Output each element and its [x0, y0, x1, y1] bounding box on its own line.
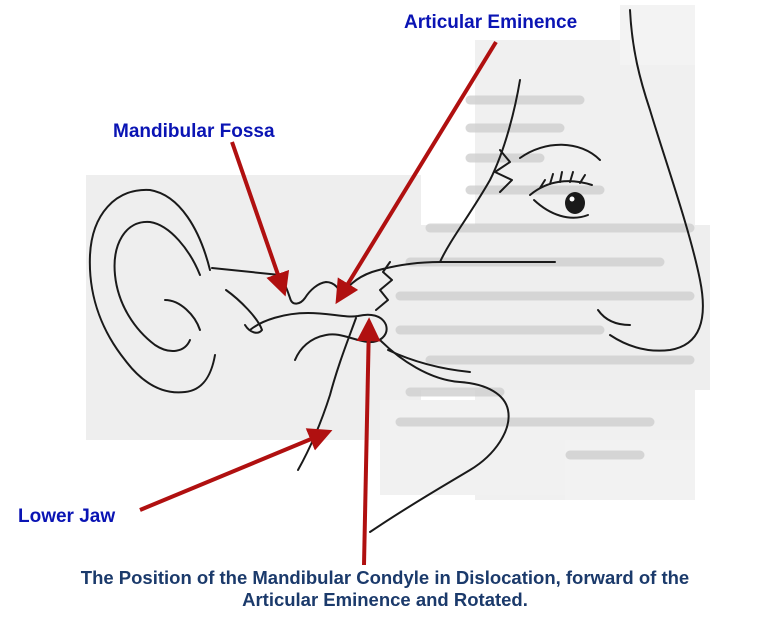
nostril	[597, 309, 631, 326]
anatomy-drawing	[88, 9, 704, 533]
background-panel-mid	[280, 225, 710, 390]
skull-fracture-line	[375, 261, 393, 311]
ear-fold	[164, 299, 201, 331]
condyle-head	[249, 312, 388, 361]
lower-jaw-body	[369, 339, 510, 533]
label-lower-jaw: Lower Jaw	[18, 506, 116, 527]
eye-highlight	[569, 196, 575, 202]
brow-crack	[494, 149, 513, 193]
label-mandibular-fossa: Mandibular Fossa	[113, 121, 275, 142]
face-profile-upper	[439, 79, 521, 263]
label-articular-eminence: Articular Eminence	[404, 12, 578, 33]
skull-base-line	[211, 261, 556, 305]
pointer-arrows	[139, 40, 498, 566]
nose-outline	[609, 9, 704, 352]
caption-line-1: The Position of the Mandibular Condyle i…	[80, 567, 690, 588]
background-panels	[86, 5, 710, 500]
figure-caption: The Position of the Mandibular Condyle i…	[0, 567, 770, 611]
ear-inner	[113, 220, 201, 352]
eye-pupil	[565, 192, 585, 214]
jaw-inner-contour	[387, 349, 471, 373]
mandibular-fossa-arrow	[230, 141, 290, 297]
lower-jaw-arrow	[139, 428, 333, 512]
articular-eminence-arrow	[335, 40, 498, 305]
condyle-caption-arrow	[356, 317, 381, 566]
eye-lower-lid	[533, 199, 589, 219]
eyebrow	[519, 143, 601, 161]
caption-line-2: Articular Eminence and Rotated.	[242, 589, 528, 610]
eye-iris	[565, 192, 585, 214]
background-panel-bottom	[565, 440, 695, 500]
ear-outline	[88, 188, 216, 394]
eye-lashes	[539, 171, 586, 189]
background-panel-lower	[380, 400, 570, 495]
